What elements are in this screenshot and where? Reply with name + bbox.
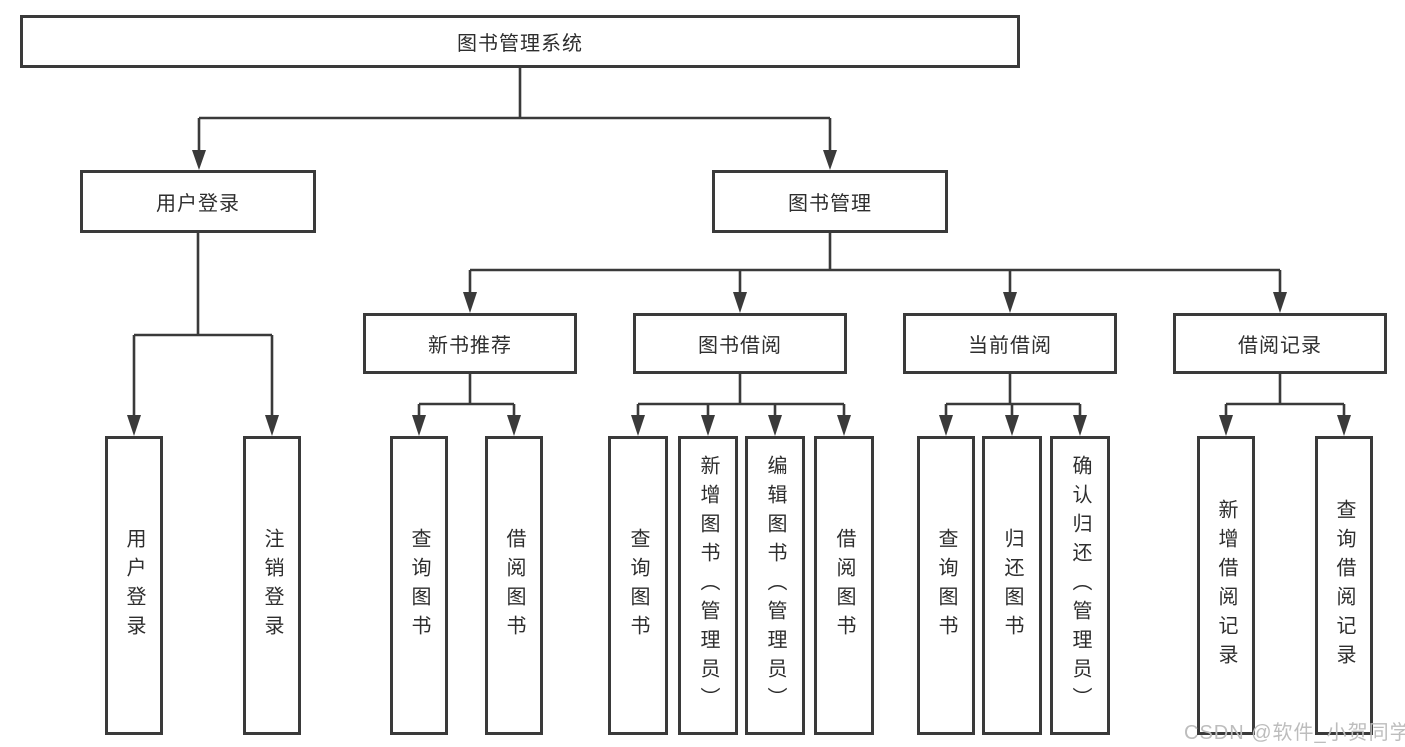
node-user-login: 用户登录 bbox=[80, 170, 316, 233]
leaf-borrow-books-recommend: 借阅图书 bbox=[485, 436, 543, 735]
arrowhead bbox=[127, 415, 141, 436]
leaf-label: 编辑图书（管理员） bbox=[764, 455, 786, 716]
node-borrow-records: 借阅记录 bbox=[1173, 313, 1387, 374]
arrowhead bbox=[1219, 415, 1233, 436]
arrowhead bbox=[192, 150, 206, 170]
leaf-query-books-recommend: 查询图书 bbox=[390, 436, 448, 735]
leaf-label: 查询图书 bbox=[408, 527, 430, 644]
leaf-add-book-admin: 新增图书（管理员） bbox=[678, 436, 738, 735]
leaf-query-borrow-record: 查询借阅记录 bbox=[1315, 436, 1373, 735]
leaf-label: 确认归还（管理员） bbox=[1069, 455, 1091, 716]
arrowhead bbox=[701, 415, 715, 436]
leaf-confirm-return-admin: 确认归还（管理员） bbox=[1050, 436, 1110, 735]
arrowhead bbox=[823, 150, 837, 170]
leaf-label: 归还图书 bbox=[1001, 527, 1023, 644]
arrowhead bbox=[507, 415, 521, 436]
leaf-borrow-books: 借阅图书 bbox=[814, 436, 874, 735]
csdn-watermark: CSDN @软件_小贺同学 bbox=[1184, 722, 1405, 744]
connector-user-login-split bbox=[132, 233, 274, 418]
arrowhead bbox=[733, 292, 747, 313]
node-new-book-recommend: 新书推荐 bbox=[363, 313, 577, 374]
node-book-management-system: 图书管理系统 bbox=[20, 15, 1020, 68]
arrowhead bbox=[768, 415, 782, 436]
leaf-label: 查询图书 bbox=[935, 527, 957, 644]
node-current-borrow: 当前借阅 bbox=[903, 313, 1117, 374]
leaf-label: 新增图书（管理员） bbox=[697, 455, 719, 716]
arrowhead bbox=[1005, 415, 1019, 436]
arrowhead bbox=[1273, 292, 1287, 313]
node-book-borrow: 图书借阅 bbox=[633, 313, 847, 374]
connector-root-split bbox=[197, 68, 832, 152]
leaf-label: 新增借阅记录 bbox=[1215, 498, 1237, 673]
leaf-label: 用户登录 bbox=[123, 527, 145, 644]
leaf-logout: 注销登录 bbox=[243, 436, 301, 735]
leaf-label: 注销登录 bbox=[261, 527, 283, 644]
leaf-label: 借阅图书 bbox=[503, 527, 525, 644]
leaf-edit-book-admin: 编辑图书（管理员） bbox=[745, 436, 805, 735]
leaf-return-book: 归还图书 bbox=[982, 436, 1042, 735]
leaf-query-books-borrow: 查询图书 bbox=[608, 436, 668, 735]
leaf-add-borrow-record: 新增借阅记录 bbox=[1197, 436, 1255, 735]
node-book-management: 图书管理 bbox=[712, 170, 948, 233]
arrowhead bbox=[837, 415, 851, 436]
leaf-query-books-current: 查询图书 bbox=[917, 436, 975, 735]
arrowhead bbox=[1337, 415, 1351, 436]
leaf-label: 查询图书 bbox=[627, 527, 649, 644]
arrowhead bbox=[1003, 292, 1017, 313]
leaf-label: 查询借阅记录 bbox=[1333, 498, 1355, 673]
arrowhead bbox=[939, 415, 953, 436]
arrowhead bbox=[265, 415, 279, 436]
arrowhead bbox=[412, 415, 426, 436]
connector-new-book-split bbox=[417, 374, 516, 418]
connector-current-borrow-split bbox=[944, 374, 1082, 418]
arrowhead bbox=[631, 415, 645, 436]
arrowhead bbox=[463, 292, 477, 313]
connector-book-mgmt-split bbox=[468, 233, 1282, 294]
leaf-label: 借阅图书 bbox=[833, 527, 855, 644]
connector-borrow-records-split bbox=[1224, 374, 1346, 418]
leaf-user-login: 用户登录 bbox=[105, 436, 163, 735]
arrowhead bbox=[1073, 415, 1087, 436]
connector-book-borrow-split bbox=[636, 374, 846, 418]
